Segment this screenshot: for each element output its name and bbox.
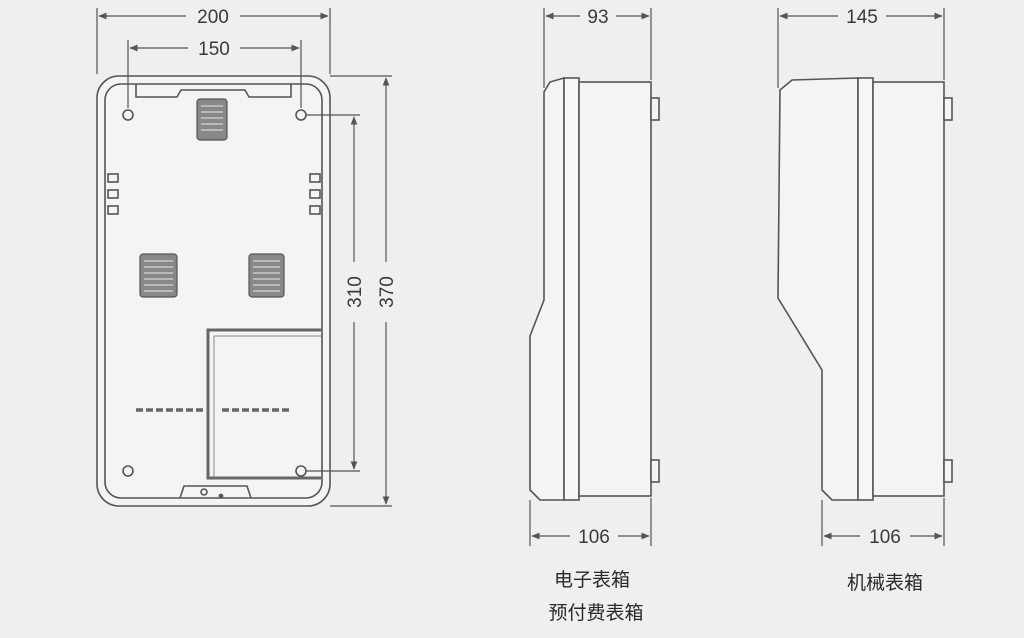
front-top-notch bbox=[135, 84, 292, 98]
mechanical-lid-band bbox=[857, 77, 874, 501]
mechanical-body-outline bbox=[777, 77, 859, 501]
vent-middle-left bbox=[139, 253, 178, 298]
bottom-center-dot bbox=[218, 493, 224, 499]
dim-label-106-mechanical: 106 bbox=[869, 527, 901, 548]
divider-panel bbox=[206, 328, 321, 480]
electronic-body-outline bbox=[529, 76, 565, 501]
dim-label-145: 145 bbox=[846, 7, 878, 28]
caption-prepaid-box: 预付费表箱 bbox=[548, 602, 643, 624]
vent-middle-right bbox=[248, 253, 285, 298]
electronic-bottom-tab bbox=[650, 459, 660, 483]
caption-electronic-box: 电子表箱 bbox=[554, 569, 630, 591]
side-view-electronic bbox=[529, 76, 660, 501]
mount-hole-bottom-left bbox=[122, 465, 134, 477]
electronic-lid-band bbox=[563, 77, 580, 501]
dim-label-150: 150 bbox=[198, 39, 230, 60]
front-bottom-notch bbox=[179, 485, 252, 499]
mechanical-top-tab bbox=[943, 97, 953, 121]
dim-label-370: 370 bbox=[377, 276, 398, 308]
dim-label-310: 310 bbox=[345, 276, 366, 308]
electronic-top-tab bbox=[650, 97, 660, 121]
mechanical-dimensions bbox=[777, 8, 945, 546]
front-dimensions bbox=[96, 8, 392, 507]
electronic-back-body bbox=[578, 81, 652, 497]
vent-top bbox=[196, 98, 228, 141]
dim-label-200: 200 bbox=[197, 7, 229, 28]
mechanical-back-body bbox=[872, 81, 945, 497]
electronic-dimensions bbox=[529, 8, 652, 546]
front-inner-rim bbox=[104, 83, 323, 499]
left-side-clips bbox=[107, 173, 119, 215]
right-side-clips bbox=[309, 173, 321, 215]
divider-panel-inner bbox=[213, 335, 321, 478]
front-outer-shell bbox=[96, 75, 331, 507]
caption-mechanical-box: 机械表箱 bbox=[847, 572, 923, 594]
dim-label-93: 93 bbox=[587, 7, 608, 28]
dim-label-106-electronic: 106 bbox=[578, 527, 610, 548]
bottom-center-hole bbox=[200, 488, 208, 496]
front-view bbox=[96, 75, 331, 507]
mechanical-bottom-tab bbox=[943, 459, 953, 483]
mount-hole-top-left bbox=[122, 109, 134, 121]
side-view-mechanical bbox=[777, 77, 953, 501]
